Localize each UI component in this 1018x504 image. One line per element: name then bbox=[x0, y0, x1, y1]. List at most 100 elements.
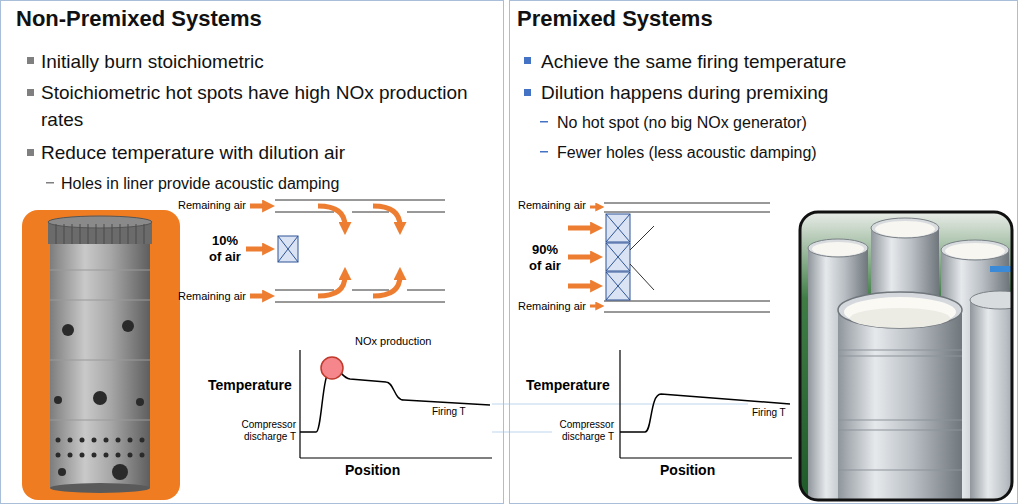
liner-photo bbox=[116, 453, 121, 458]
liner-photo bbox=[140, 453, 145, 458]
chart-label: Compressor discharge T bbox=[238, 419, 296, 443]
chart-label: Temperature bbox=[208, 377, 292, 394]
combustor-schematic bbox=[604, 212, 770, 213]
liner-photo bbox=[56, 438, 61, 443]
liner-photo bbox=[136, 224, 137, 244]
combustor-schematic bbox=[630, 226, 654, 250]
chart-label: Remaining air bbox=[178, 199, 246, 212]
liner-photo bbox=[62, 324, 74, 336]
combustor-schematic bbox=[606, 214, 630, 300]
liner-photo bbox=[812, 242, 864, 256]
liner-photo bbox=[72, 224, 73, 244]
air-arrow bbox=[318, 206, 345, 226]
combustor-schematic bbox=[278, 236, 298, 262]
bullet-text: Reduce temperature with dilution air bbox=[41, 139, 481, 166]
liner-photo bbox=[112, 464, 128, 480]
liner-photo bbox=[64, 224, 65, 244]
liner-photo bbox=[50, 240, 150, 488]
chart-label: Remaining air bbox=[518, 199, 586, 212]
liner-photo bbox=[844, 297, 956, 327]
liner-photo bbox=[800, 212, 1018, 504]
air-arrow bbox=[373, 206, 400, 226]
bullet-text: Initially burn stoichiometric bbox=[41, 48, 481, 75]
combustor-schematic bbox=[606, 214, 630, 242]
temperature-chart bbox=[300, 350, 492, 458]
bullet-marker bbox=[524, 89, 531, 96]
liner-photo bbox=[92, 453, 97, 458]
air-arrow bbox=[318, 276, 345, 296]
bullet-marker bbox=[27, 57, 34, 64]
combustor-schematic bbox=[604, 312, 770, 313]
combustor-schematic bbox=[275, 200, 445, 201]
liner-photo bbox=[838, 350, 962, 470]
liner-photo bbox=[68, 453, 73, 458]
liner-photo bbox=[50, 270, 150, 420]
bullet-marker bbox=[540, 121, 548, 123]
chart-label: NOx production bbox=[355, 335, 431, 348]
combustor-schematic bbox=[352, 290, 389, 291]
bullet-text: No hot spot (no big NOx generator) bbox=[557, 111, 977, 135]
chart-label: Temperature bbox=[526, 377, 610, 394]
combustor-schematic bbox=[606, 214, 630, 242]
temperature-chart bbox=[620, 457, 792, 458]
air-arrow bbox=[246, 247, 266, 252]
liner-photo bbox=[838, 310, 962, 500]
liner-photo bbox=[54, 396, 62, 404]
liner-photo bbox=[941, 240, 1009, 260]
bullet-marker bbox=[524, 57, 531, 64]
liner-photo bbox=[838, 356, 962, 357]
liner-photo bbox=[116, 438, 121, 443]
bullet-marker bbox=[27, 89, 34, 96]
liner-photo bbox=[112, 224, 113, 244]
bullet-text: Holes in liner provide acoustic damping bbox=[61, 172, 481, 196]
air-arrow bbox=[568, 284, 594, 289]
liner-photo bbox=[990, 266, 1012, 272]
liner-photo bbox=[120, 224, 121, 244]
combustor-schematic bbox=[407, 290, 445, 291]
liner-photo bbox=[56, 224, 144, 244]
liner-photo bbox=[808, 239, 868, 257]
liner-photo bbox=[93, 391, 107, 405]
liner-photo bbox=[838, 420, 962, 421]
bullet-text: Achieve the same firing temperature bbox=[541, 48, 981, 75]
bullet-text: Stoichiometric hot spots have high NOx p… bbox=[41, 79, 481, 133]
combustor-schematic bbox=[606, 214, 630, 242]
liner-photo bbox=[80, 438, 85, 443]
combustor-schematic bbox=[275, 290, 334, 291]
liner-photo bbox=[838, 350, 962, 351]
liner-photo bbox=[140, 438, 145, 443]
liner-photo bbox=[96, 224, 97, 244]
liner-photo bbox=[945, 243, 1005, 259]
temperature-chart bbox=[620, 350, 792, 458]
liner-photo bbox=[970, 291, 1012, 309]
chart-label: Compressor discharge T bbox=[556, 419, 614, 443]
air-arrow bbox=[590, 206, 598, 209]
liner-photo bbox=[50, 420, 150, 421]
panel-heading: Premixed Systems bbox=[517, 5, 987, 33]
liner-photo bbox=[850, 308, 950, 328]
liner-photo bbox=[50, 483, 150, 493]
air-arrow bbox=[568, 207, 598, 306]
liner-photo bbox=[80, 224, 81, 244]
combustor-schematic bbox=[604, 203, 770, 204]
liner-photo bbox=[88, 224, 89, 244]
bullet-text: Fewer holes (less acoustic damping) bbox=[557, 141, 977, 165]
liner-photo bbox=[875, 221, 935, 237]
liner-photo bbox=[50, 360, 150, 361]
air-arrow bbox=[246, 206, 400, 296]
chart-label: Remaining air bbox=[178, 290, 246, 303]
liner-photo bbox=[56, 453, 61, 458]
liner-photo bbox=[838, 292, 962, 328]
liner-photo bbox=[80, 453, 85, 458]
air-arrow bbox=[250, 294, 266, 299]
combustor-schematic bbox=[278, 236, 298, 262]
liner-photo bbox=[68, 438, 73, 443]
liner-photo bbox=[56, 224, 57, 244]
bullet-marker bbox=[540, 151, 548, 153]
bullet-marker bbox=[27, 149, 34, 156]
liner-photo bbox=[800, 212, 1012, 500]
combustor-schematic bbox=[275, 212, 334, 213]
temperature-chart bbox=[300, 457, 492, 458]
reference-line bbox=[492, 432, 552, 433]
bullet-text: Dilution happens during premixing bbox=[541, 79, 981, 106]
